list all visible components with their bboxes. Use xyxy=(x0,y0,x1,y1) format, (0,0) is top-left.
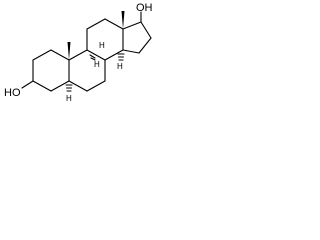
hash-bond-h5 xyxy=(65,84,73,92)
bond xyxy=(122,49,140,54)
bond xyxy=(104,18,124,30)
h5-label: H xyxy=(66,94,72,103)
structure-canvas: HO OH H H H H xyxy=(0,0,159,108)
bond xyxy=(50,49,70,61)
bond xyxy=(32,49,52,61)
bond xyxy=(86,18,106,30)
ring-b xyxy=(68,49,106,92)
h14-label: H xyxy=(117,62,123,71)
steroid-structure-diagram: HO OH H H H H xyxy=(4,2,153,103)
hash-bond-h14 xyxy=(117,53,125,61)
bond xyxy=(50,80,70,92)
hash-mark xyxy=(90,57,96,61)
bond xyxy=(86,80,106,92)
bond xyxy=(122,21,142,30)
h9-label: H xyxy=(94,60,100,69)
bond xyxy=(86,49,106,61)
bond xyxy=(68,80,88,92)
bond xyxy=(32,80,52,92)
bond xyxy=(138,37,152,54)
ring-d xyxy=(122,21,152,54)
bond xyxy=(68,49,88,61)
bond xyxy=(104,49,124,61)
hydroxyl-right-label: OH xyxy=(136,2,153,14)
bond-to-hydroxyl-left xyxy=(21,80,34,89)
ring-a xyxy=(32,49,70,92)
bond xyxy=(140,21,152,39)
hash-mark xyxy=(89,54,96,59)
methyl-wedge-c19 xyxy=(67,42,71,60)
hydroxyl-left-label: HO xyxy=(4,87,21,99)
hash-bond-h9 xyxy=(89,54,96,61)
h8-label: H xyxy=(99,41,105,50)
ring-c xyxy=(86,18,124,61)
methyl-wedge-c18 xyxy=(121,11,125,29)
